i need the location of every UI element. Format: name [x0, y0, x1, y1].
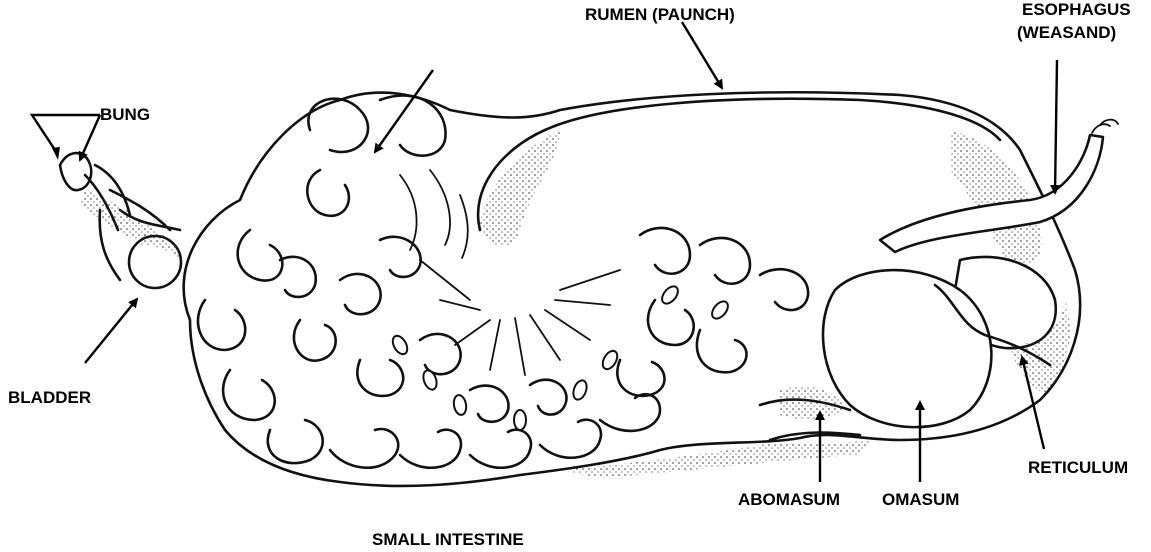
bung-arrow-2 [80, 115, 100, 160]
label-bladder: BLADDER [8, 388, 91, 408]
label-small-intestine: SMALL INTESTINE [372, 530, 524, 550]
label-rumen: RUMEN (PAUNCH) [585, 5, 735, 25]
label-weasand: (WEASAND) [1017, 23, 1116, 43]
label-esophagus: ESOPHAGUS [1022, 0, 1131, 20]
rumen-arrow [682, 22, 722, 88]
label-omasum: OMASUM [882, 490, 959, 510]
label-reticulum: RETICULUM [1028, 458, 1128, 478]
omasum [823, 270, 991, 427]
bladder-arrow [85, 299, 137, 363]
label-abomasum: ABOMASUM [738, 490, 840, 510]
esophagus-arrow [1055, 60, 1057, 193]
label-bung: BUNG [100, 105, 150, 125]
bung-arrow-1 [32, 115, 100, 150]
